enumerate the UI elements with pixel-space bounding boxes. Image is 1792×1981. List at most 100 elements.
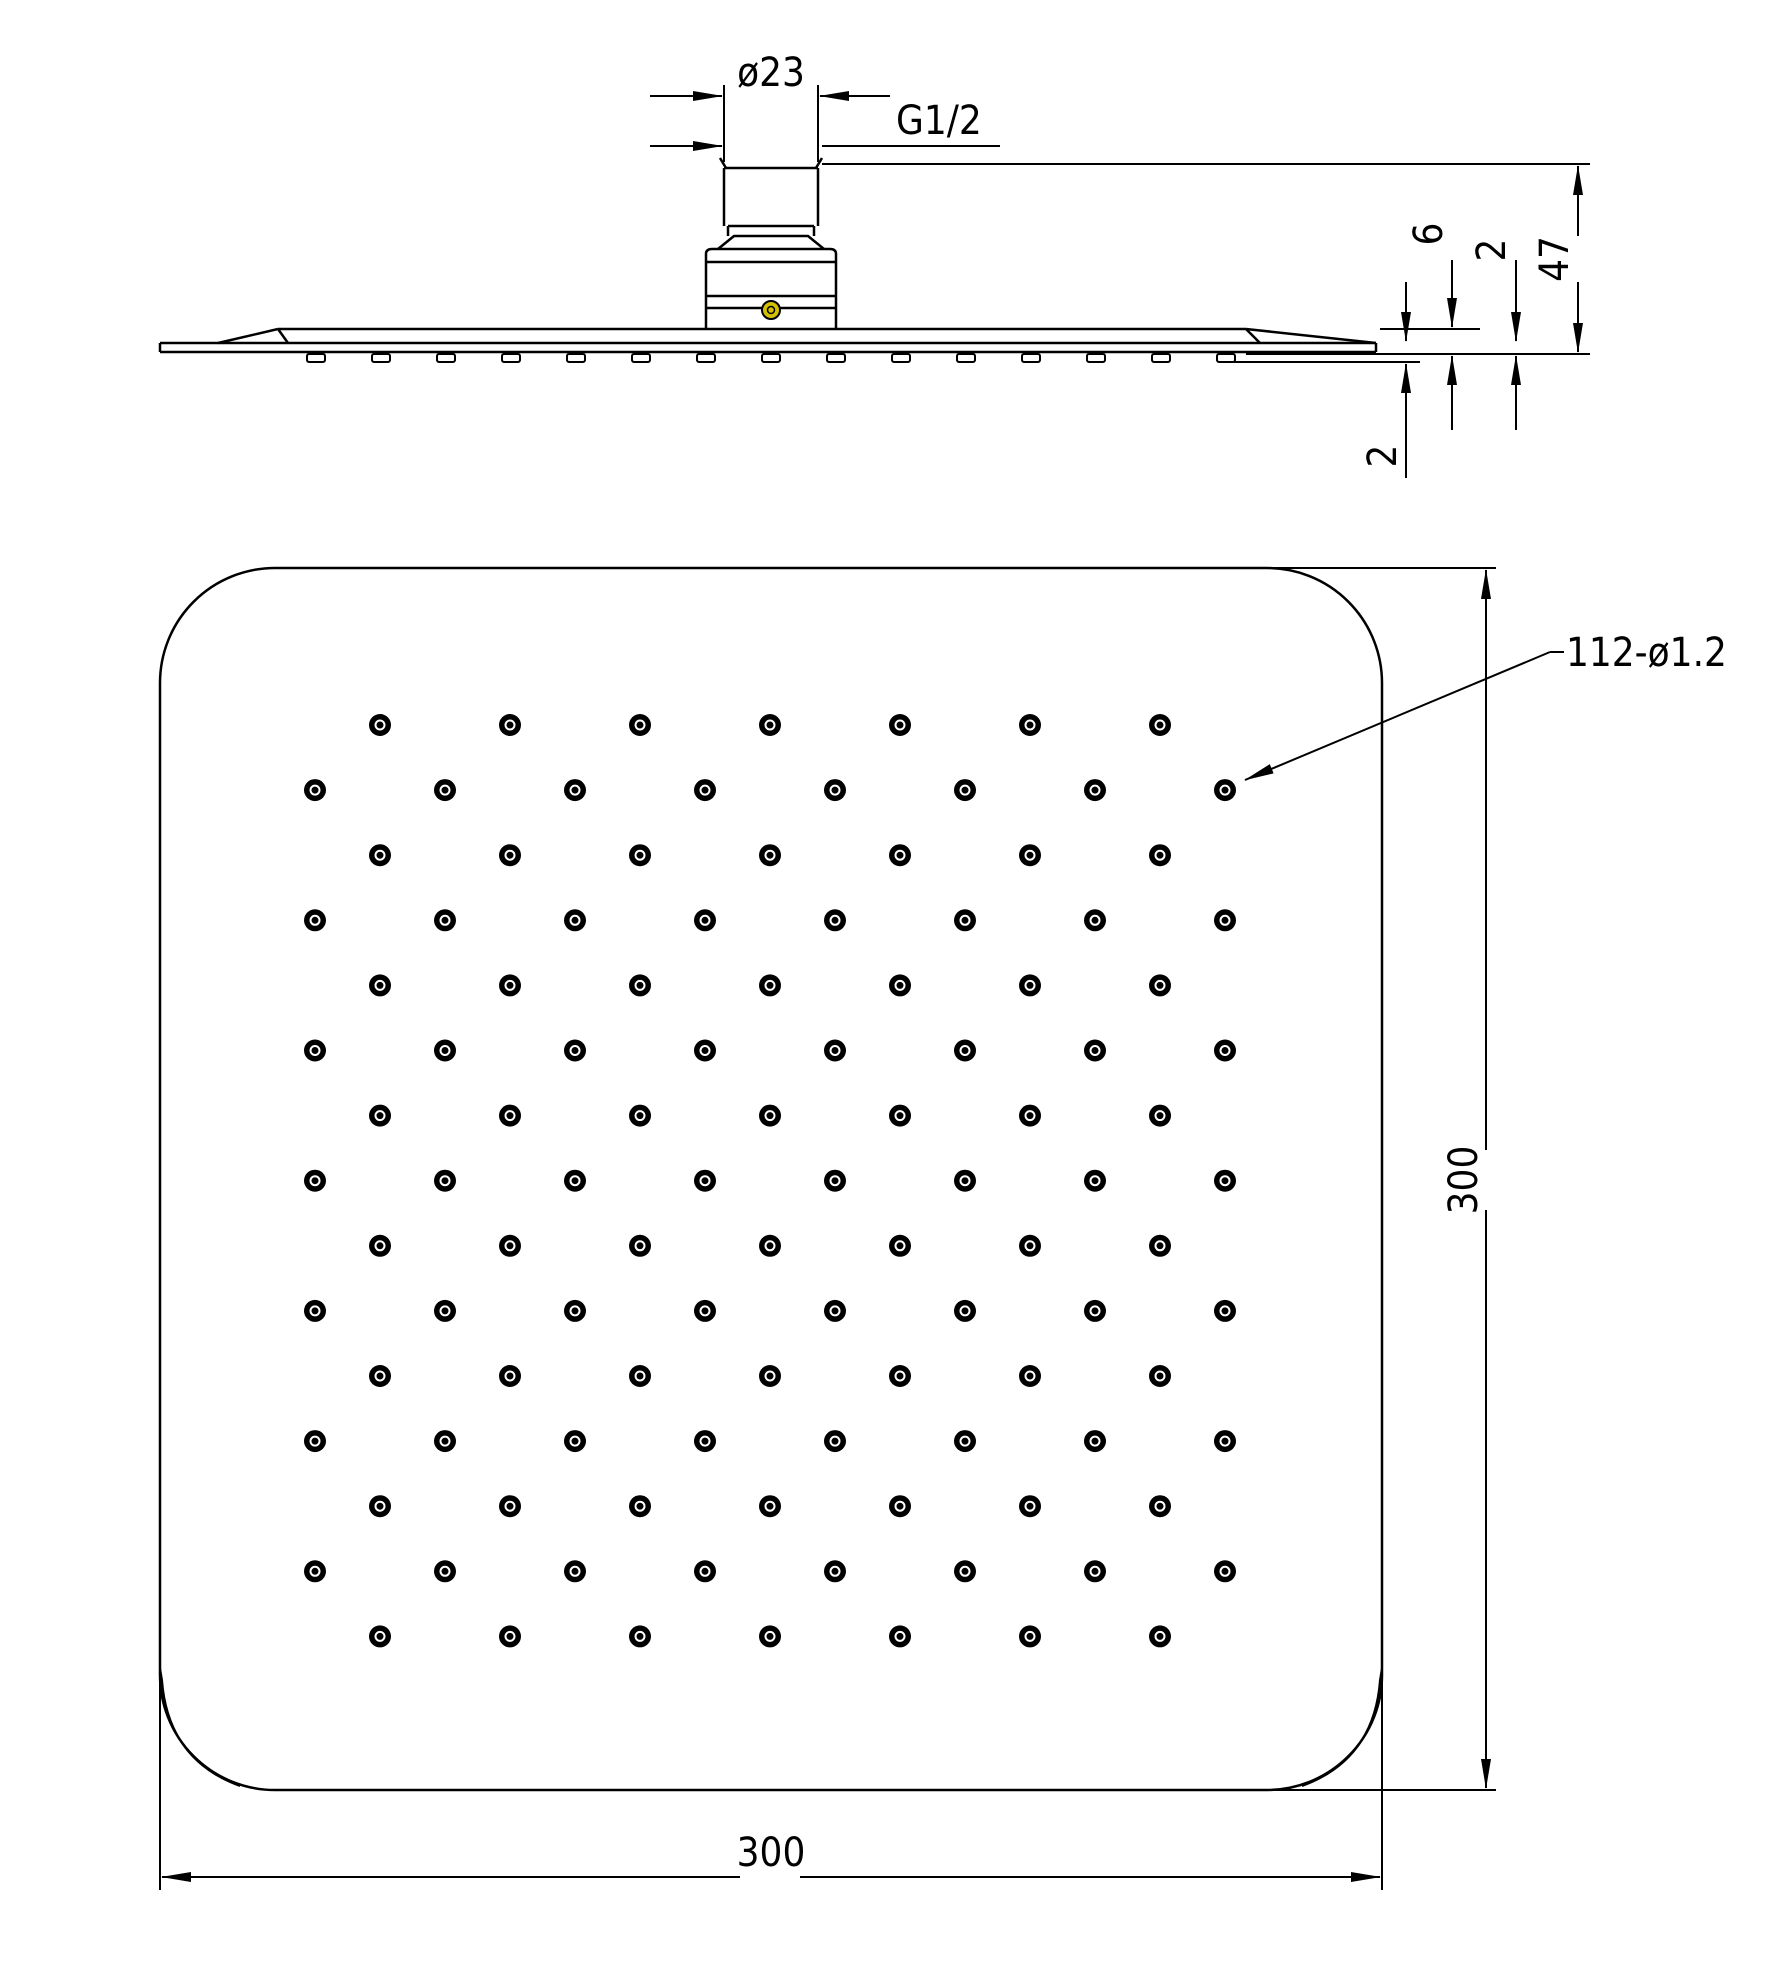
total-height-dimension <box>822 163 1590 355</box>
nozzle-hole-center <box>1154 1370 1166 1382</box>
nozzle-hole <box>1149 1104 1171 1127</box>
side-nozzle <box>371 353 391 363</box>
nozzle-hole-center <box>1219 914 1231 926</box>
nozzle-hole <box>1019 1104 1041 1127</box>
nozzle-hole-center <box>894 979 906 991</box>
nozzle-hole <box>759 714 781 736</box>
nozzle-hole <box>1084 1039 1106 1062</box>
nozzle-hole <box>304 1169 326 1192</box>
nozzle-hole-center <box>569 1045 581 1056</box>
nozzle-hole-center <box>829 784 841 796</box>
nozzle-hole <box>304 909 326 932</box>
nozzle-hole <box>889 1365 911 1387</box>
nozzle-hole <box>304 779 326 802</box>
nozzle-hole-center <box>829 1045 841 1056</box>
nozzle-hole-center <box>699 1565 711 1577</box>
nozzle-hole <box>889 974 911 997</box>
nozzle-hole <box>824 1299 846 1322</box>
nozzle-hole <box>759 1104 781 1127</box>
nozzle-hole <box>1149 844 1171 867</box>
side-nozzle <box>696 353 716 363</box>
shower-plate-inner-edge-right <box>1301 1667 1383 1787</box>
nozzle-hole <box>1084 1560 1106 1583</box>
nozzle-hole <box>824 909 846 932</box>
nozzle-hole-center <box>634 1240 646 1252</box>
nozzle-hole-center <box>1219 1565 1231 1577</box>
nozzle-hole-center <box>1024 719 1036 731</box>
nozzle-hole-center <box>1154 1240 1166 1252</box>
nozzle-hole-center <box>439 1045 451 1056</box>
nozzle-hole-center <box>1219 1175 1231 1187</box>
nozzle-hole <box>304 1299 326 1322</box>
nozzle-hole-center <box>1089 1045 1101 1056</box>
nozzle-hole <box>889 844 911 867</box>
nozzle-hole <box>629 1625 651 1648</box>
top-nozzle-grid <box>304 714 1236 1648</box>
nozzle-hole <box>759 1234 781 1257</box>
nozzle-hole <box>629 1104 651 1127</box>
nozzle-hole <box>369 714 391 736</box>
nozzle-hole-center <box>764 719 776 731</box>
nozzle-hole <box>499 974 521 997</box>
nozzle-hole-center <box>764 1630 776 1642</box>
nozzle-hole-center <box>569 914 581 926</box>
nozzle-hole <box>824 1039 846 1062</box>
height-label: 300 <box>1441 1146 1487 1215</box>
nozzle-hole <box>629 1495 651 1518</box>
nozzle-hole-center <box>439 1305 451 1317</box>
nozzle-hole <box>824 1560 846 1583</box>
nozzle-hole-center <box>764 1240 776 1252</box>
nozzle-hole <box>564 1430 586 1453</box>
side-view: ø23 G1/2 47 6 2 2 <box>158 50 1590 478</box>
nozzle-hole-center <box>634 719 646 731</box>
nozzle-hole-center <box>309 1175 321 1187</box>
nozzle-hole <box>954 779 976 802</box>
nozzle-hole <box>304 1039 326 1062</box>
nozzle-hole <box>369 1365 391 1387</box>
nozzle-hole-center <box>569 1305 581 1317</box>
nozzle-hole-center <box>1024 979 1036 991</box>
nozzle-hole-center <box>569 1175 581 1187</box>
nozzle-hole <box>434 779 456 802</box>
nozzle-hole-center <box>1089 784 1101 796</box>
nozzle-hole-center <box>1089 1175 1101 1187</box>
nozzle-hole-center <box>699 914 711 926</box>
nozzle-hole <box>629 1365 651 1387</box>
nozzle-count-leader <box>1244 651 1564 781</box>
shower-arm-connector <box>704 157 838 329</box>
nozzle-hole-center <box>894 1110 906 1122</box>
nozzle-hole-center <box>309 1565 321 1577</box>
nozzle-hole <box>694 1430 716 1453</box>
side-nozzle <box>306 353 326 363</box>
nozzle-hole-center <box>569 1565 581 1577</box>
nozzle-hole <box>434 1299 456 1322</box>
thread-label: G1/2 <box>896 98 982 144</box>
nozzle-hole-center <box>504 1630 516 1642</box>
shower-plate-side <box>158 327 1378 354</box>
nozzle-hole-center <box>309 1435 321 1447</box>
nozzle-hole-center <box>309 784 321 796</box>
nozzle-hole-center <box>829 914 841 926</box>
nozzle-hole-center <box>959 1175 971 1187</box>
nozzle-hole <box>369 844 391 867</box>
nozzle-hole-center <box>1219 784 1231 796</box>
side-nozzle <box>826 353 846 363</box>
nozzle-height-label: 2 <box>1360 445 1406 468</box>
nozzle-hole <box>1214 1299 1236 1322</box>
nozzle-hole <box>1149 1234 1171 1257</box>
nozzle-hole-center <box>634 1500 646 1512</box>
nozzle-hole <box>824 1430 846 1453</box>
nozzle-hole <box>1214 779 1236 802</box>
top-view: 112-ø1.2 300 300 <box>158 566 1727 1890</box>
nozzle-hole-center <box>1154 849 1166 861</box>
nozzle-hole <box>1214 1169 1236 1192</box>
nozzle-hole-center <box>504 1110 516 1122</box>
nozzle-hole <box>889 1625 911 1648</box>
nozzle-hole-center <box>1154 719 1166 731</box>
nozzle-hole-center <box>1154 1500 1166 1512</box>
nozzle-hole <box>564 1299 586 1322</box>
side-nozzle <box>1216 353 1236 363</box>
nozzle-hole-center <box>504 979 516 991</box>
nozzle-hole-center <box>829 1305 841 1317</box>
nozzle-hole <box>499 1234 521 1257</box>
